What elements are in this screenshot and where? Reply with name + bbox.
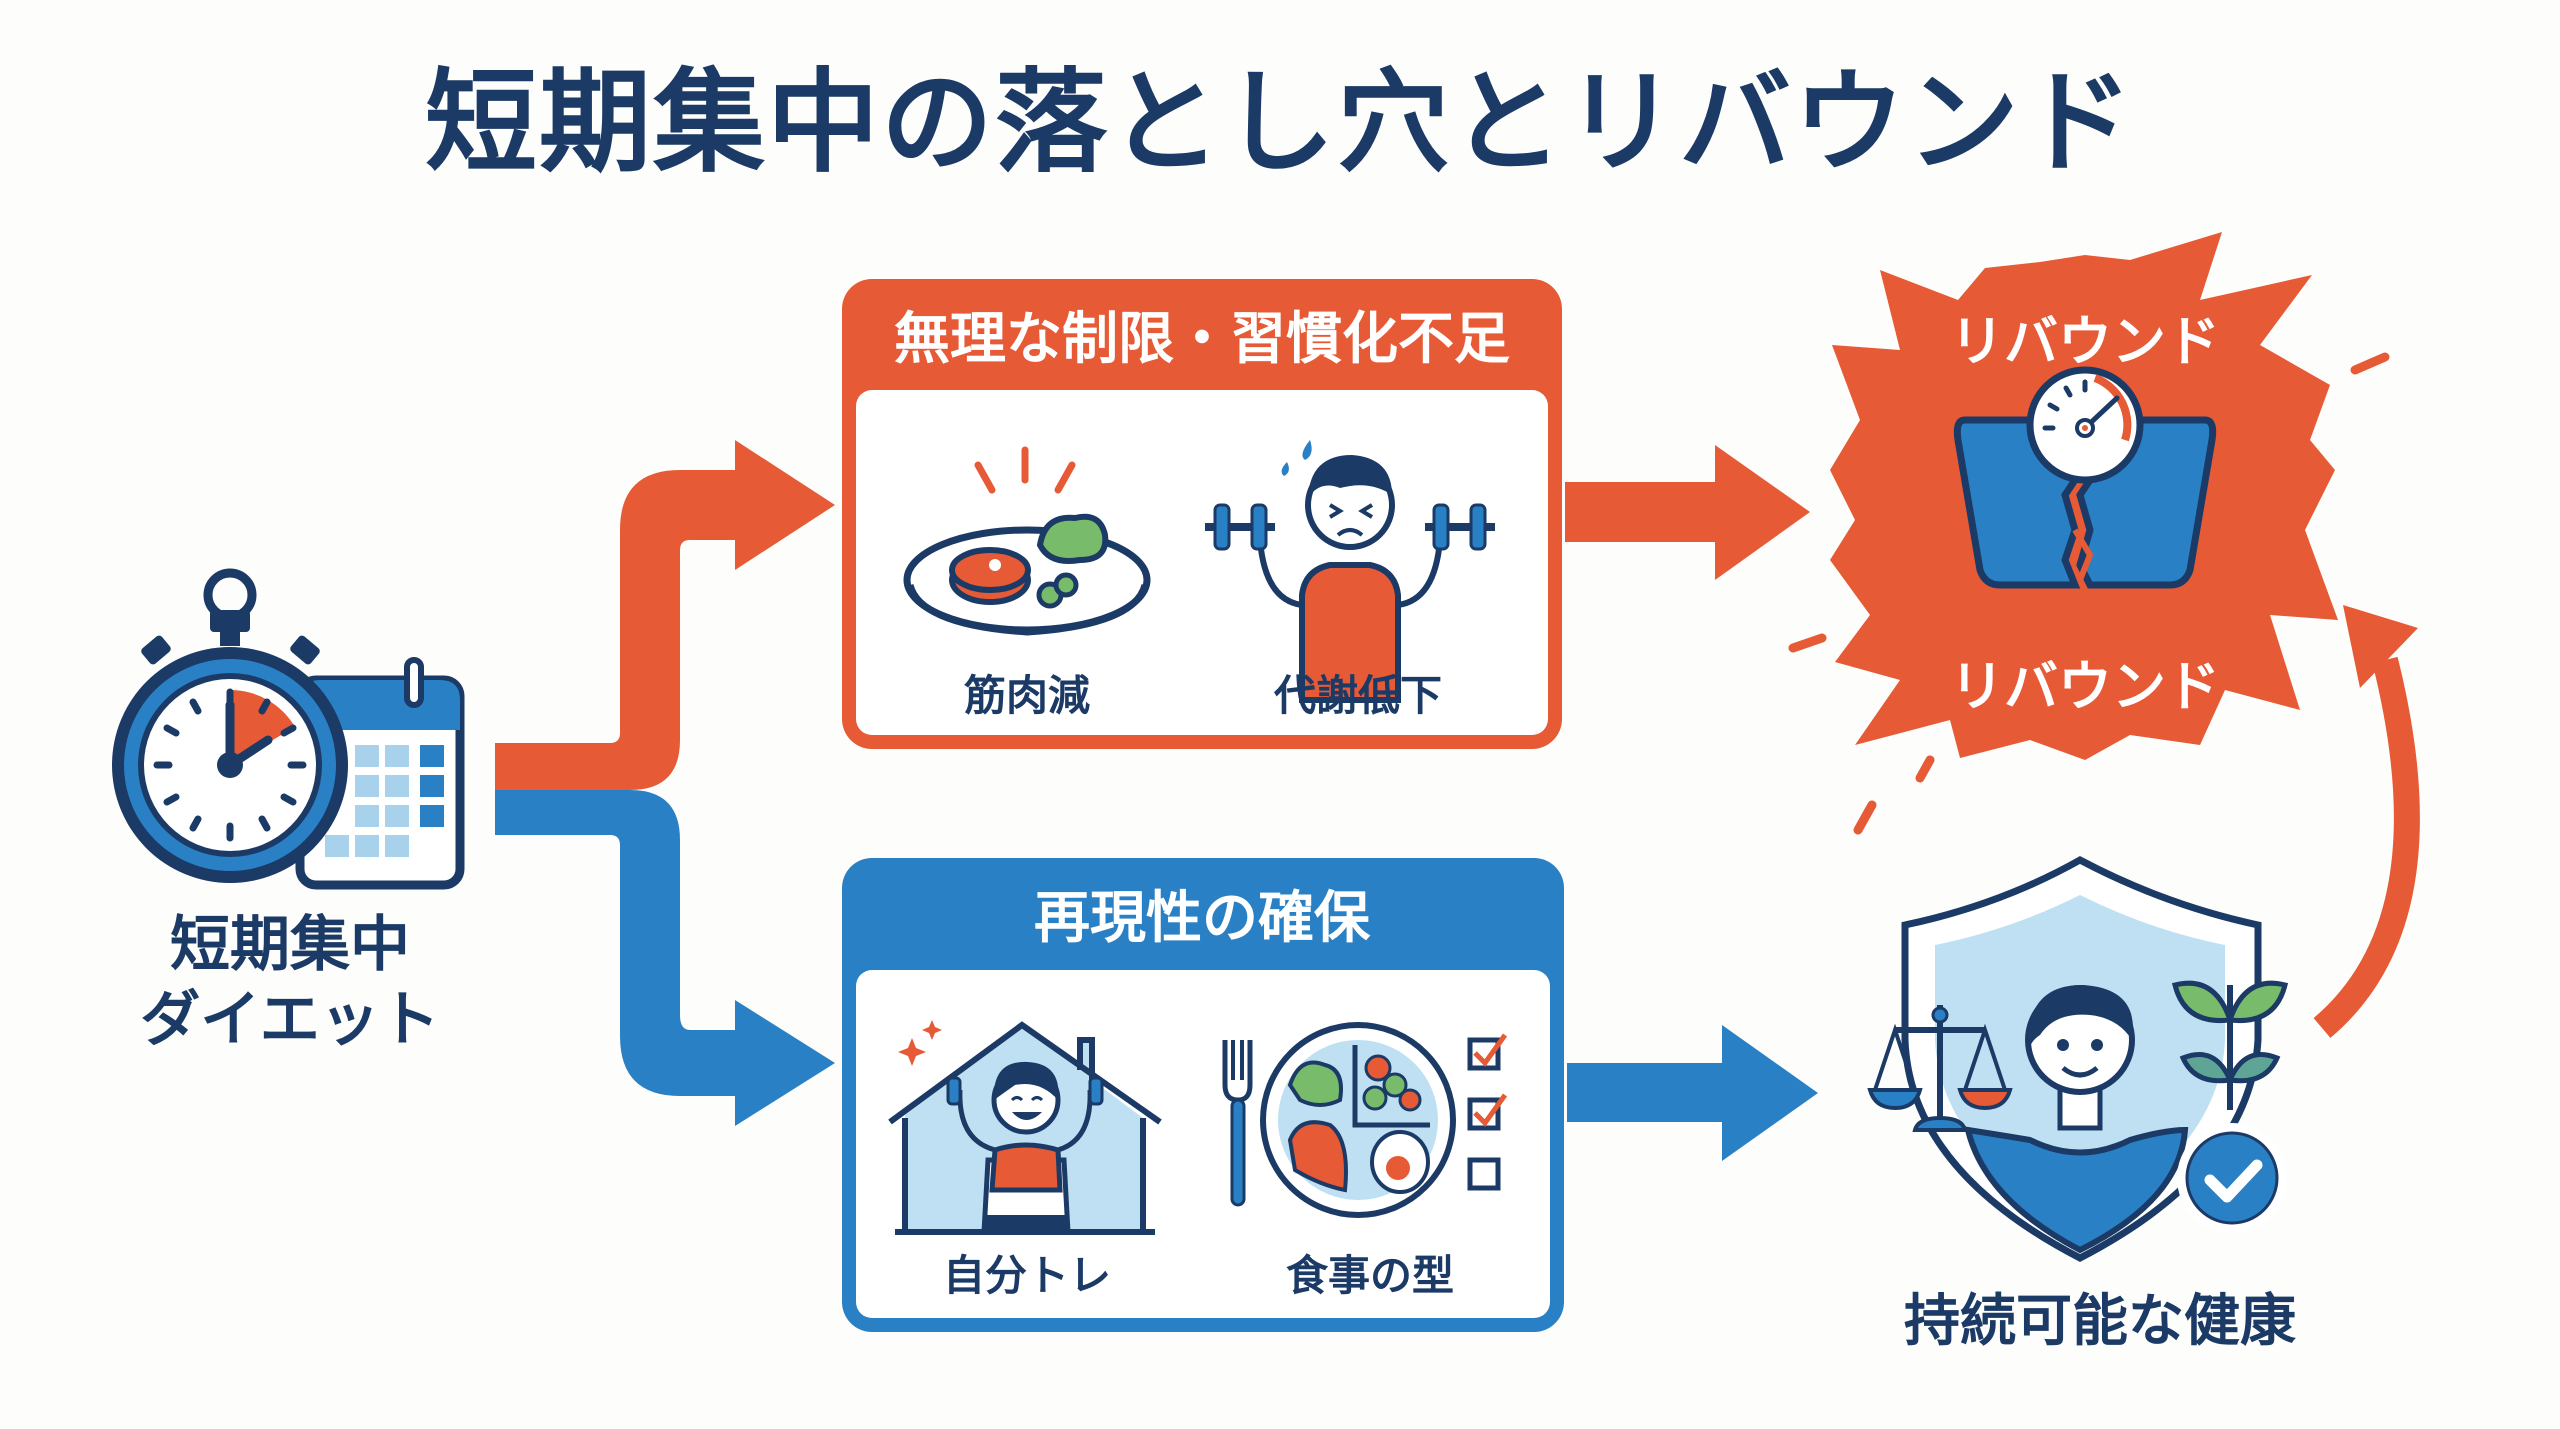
diagram-title: 短期集中の落とし穴とリバウンド: [425, 58, 2135, 188]
shield-person-scale-plant-check-icon: [1867, 856, 2289, 1262]
good-item-label-self-training: 自分トレ: [943, 1251, 1111, 1300]
risk-box: 無理な制限・習慣化不足 筋肉減: [842, 279, 1562, 749]
split-arrow-blue: [495, 790, 835, 1126]
struggling-dumbbell-man-icon: [1205, 440, 1495, 703]
home-workout-woman-icon: [888, 1020, 1162, 1235]
check-badge-icon: [2177, 1123, 2287, 1233]
scale-of-justice-icon: [1867, 1005, 2013, 1132]
start-label-line2: ダイエット: [140, 985, 439, 1055]
start-label-line1: 短期集中: [170, 910, 410, 980]
rebound-burst: リバウンド リバウンド: [1788, 232, 2390, 835]
arrow-to-rebound: [1565, 445, 1810, 580]
plate-meat-icon: [903, 446, 1151, 636]
good-box-header: 再現性の確保: [1034, 886, 1371, 951]
arrow-to-health: [1567, 1025, 1818, 1161]
risk-item-label-muscle: 筋肉減: [964, 671, 1090, 720]
risk-item-label-metabolism: 代謝低下: [1273, 671, 1442, 720]
outcome-label: 持続可能な健康: [1904, 1289, 2296, 1354]
checklist-icon: [1467, 1033, 1508, 1191]
stopwatch-calendar-icon: [112, 568, 465, 890]
broken-scale-icon: [1953, 366, 2217, 589]
rebound-label-bottom: リバウンド: [1950, 655, 2220, 718]
rebound-label-top: リバウンド: [1950, 310, 2220, 373]
dumbbell-left: [1205, 503, 1275, 551]
plant-sprout-icon: [2171, 980, 2289, 1110]
balanced-plate-checklist-icon: [1222, 1022, 1508, 1218]
good-box: 再現性の確保 自分トレ: [842, 858, 1564, 1332]
calendar-icon: [295, 657, 465, 890]
good-item-label-meal-pattern: 食事の型: [1286, 1251, 1454, 1300]
rebound-return-arrow: [2313, 605, 2420, 1038]
fork-icon: [1222, 1040, 1253, 1207]
dumbbell-right: [1425, 503, 1495, 551]
risk-box-header: 無理な制限・習慣化不足: [894, 307, 1510, 372]
split-arrow-orange: [495, 440, 835, 790]
stopwatch-icon: [112, 568, 348, 883]
